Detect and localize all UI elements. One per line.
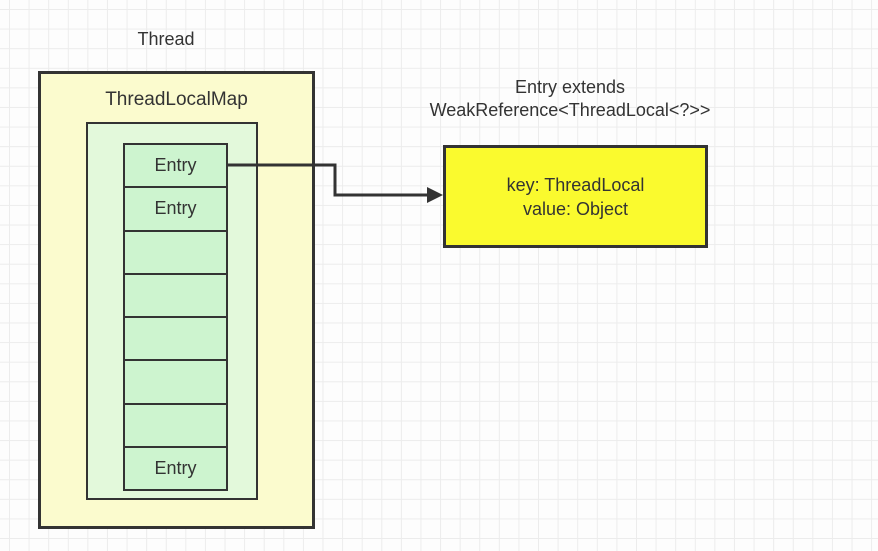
entry-annotation-line1: Entry extends [514, 77, 626, 97]
entry-cell[interactable]: Entry [125, 145, 226, 187]
entry-key-line: key: ThreadLocal [506, 174, 645, 195]
entry-cell[interactable]: Entry [125, 186, 226, 230]
thread-label: Thread [137, 29, 195, 49]
empty-entry-cell[interactable] [125, 316, 226, 360]
entry-value-line: value: Object [522, 198, 629, 219]
entry-annotation: Entry extends WeakReference<ThreadLocal<… [390, 76, 750, 122]
empty-entry-cell[interactable] [125, 359, 226, 403]
entry-annotation-line2: WeakReference<ThreadLocal<?>> [429, 100, 711, 120]
entry-detail-box[interactable]: key: ThreadLocal value: Object [443, 145, 708, 248]
empty-entry-cell[interactable] [125, 229, 226, 273]
threadlocalmap-title: ThreadLocalMap [105, 89, 248, 110]
empty-entry-cell[interactable] [125, 272, 226, 316]
empty-entry-cell[interactable] [125, 402, 226, 446]
entry-cell[interactable]: Entry [125, 445, 226, 489]
